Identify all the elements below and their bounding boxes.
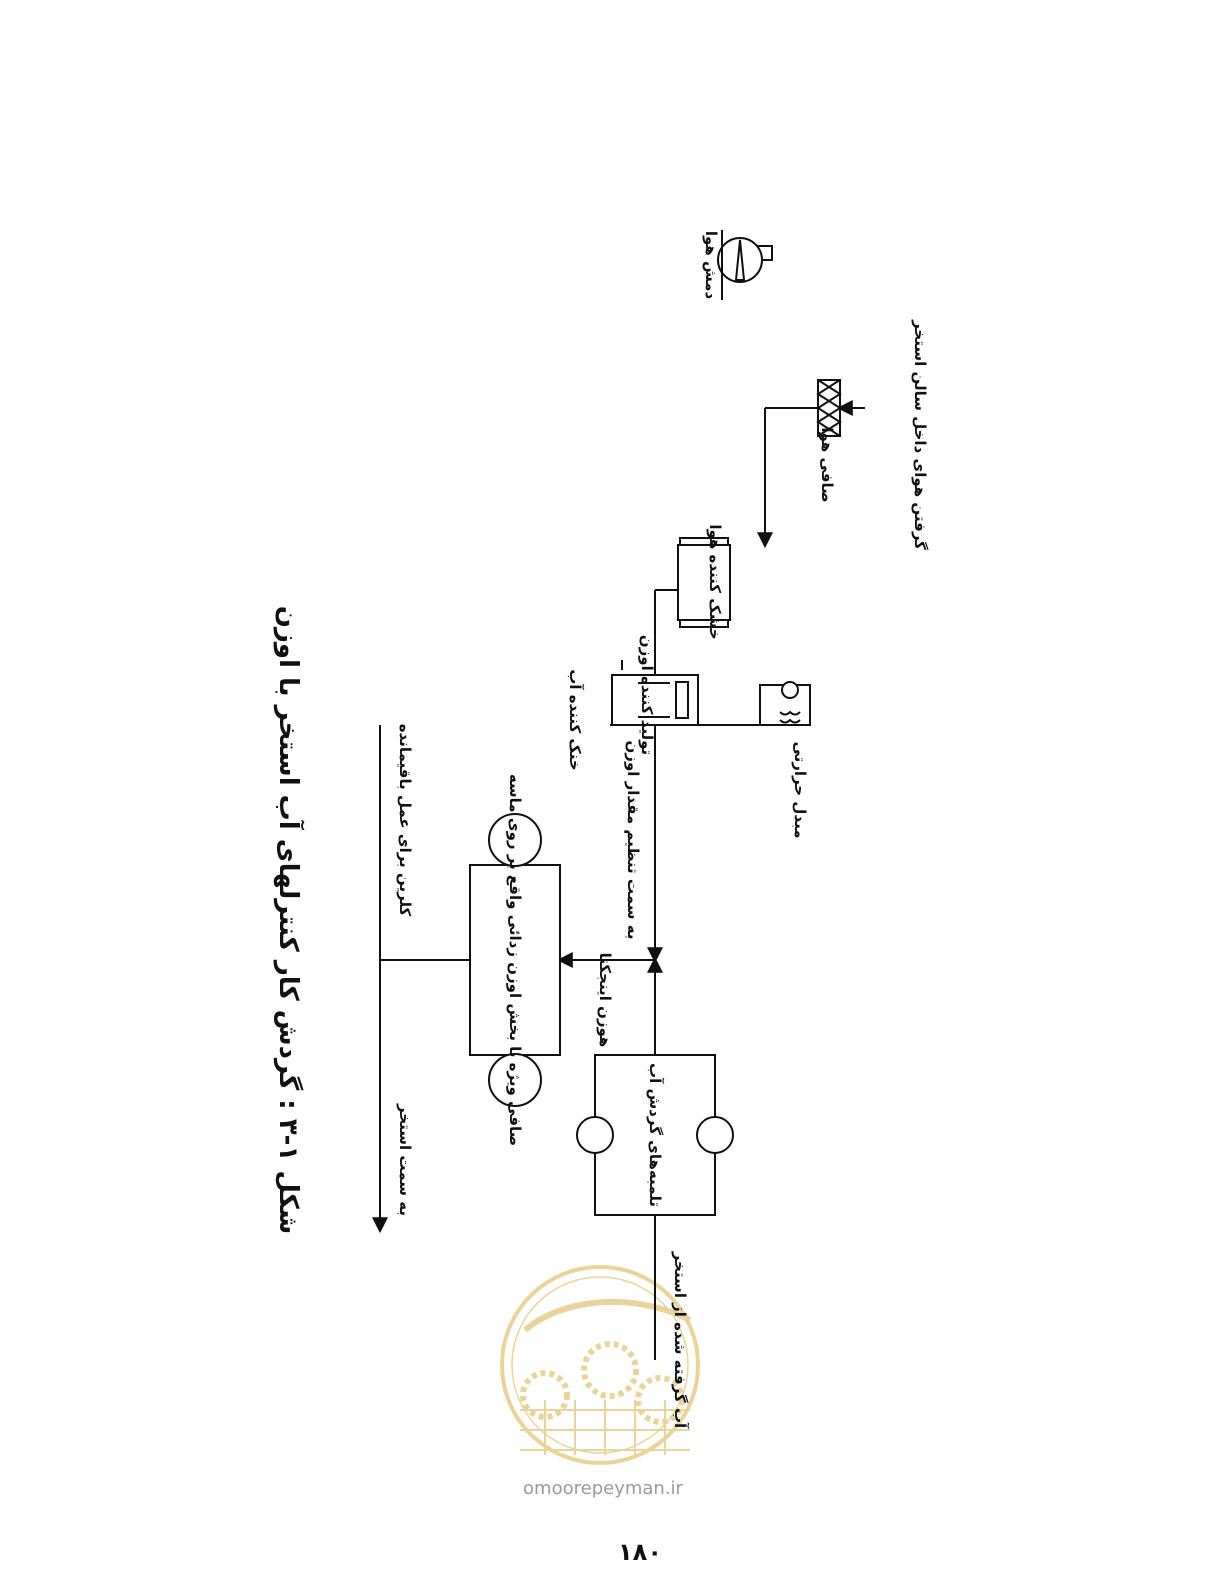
air-dryer-icon xyxy=(677,537,731,628)
injector-label: هوزن اینجکتا xyxy=(596,953,614,1048)
ozone-generator-icon xyxy=(611,674,699,726)
return-water-label: آب گرفته شده از استخر xyxy=(671,1251,689,1429)
air-filter-label: صافی هوا xyxy=(818,427,836,502)
watermark-url: omoorepeyman.ir xyxy=(523,1478,683,1499)
residual-line-label: کلرین برای عمل باقیمانده xyxy=(396,724,414,917)
air-dryer-label: خشک کننده هوا xyxy=(706,524,724,639)
air-blower-icon xyxy=(717,230,773,300)
filter-tank-label: صافی ویژه با بخش اوزن زدائی واقع بر روی … xyxy=(506,774,524,1146)
air-intake-label: گرفتن هوای داخل سالن استخر xyxy=(911,319,929,550)
transformer-label: مبدل حرارتی xyxy=(791,741,809,838)
ozone-dose-label: به سمت تنظیم مقدار اوزن xyxy=(624,741,642,940)
water-cooler-label: خنک کننده آب xyxy=(566,669,584,770)
filter-tank-icon xyxy=(469,813,561,1107)
figure-caption: شکل ۱-۳ : گردش کار کنترلهای آب استخر با … xyxy=(273,606,305,1235)
pumps-label: تلمبه‌های گردش آب xyxy=(646,1063,664,1207)
page-number: ۱۸۰ xyxy=(618,1538,662,1566)
pump-group-icon xyxy=(576,1054,734,1216)
air-blower-label: دمش هوا xyxy=(702,231,720,300)
ozone-generator-label: تولید کننده اوزن xyxy=(638,635,656,755)
to-pool-label: به سمت استخر xyxy=(396,1103,414,1216)
watermark-seal xyxy=(500,1265,700,1465)
diagram-body: گرفتن هوای داخل سالن استخر صافی هوا دمش … xyxy=(273,230,929,1429)
transformer-icon xyxy=(759,681,811,726)
